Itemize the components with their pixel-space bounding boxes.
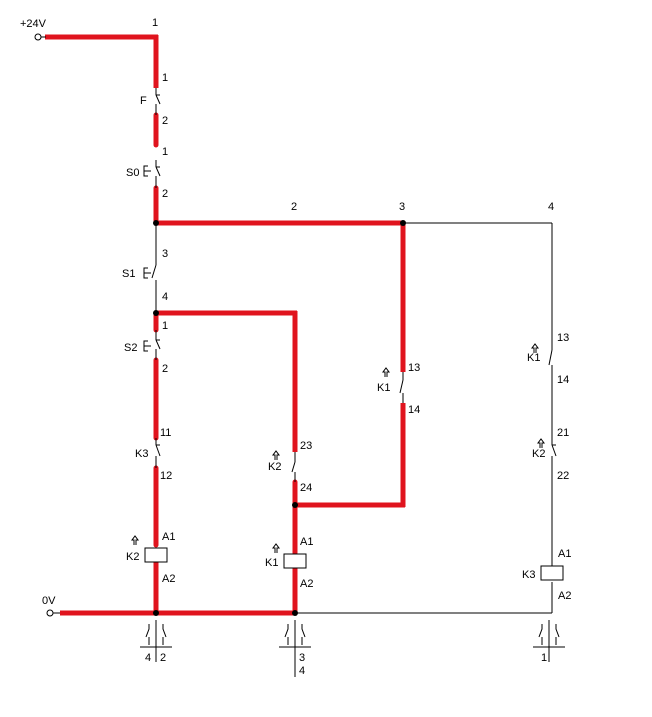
contact-S2: S2 1 2 — [124, 320, 168, 375]
column-number-4: 4 — [548, 201, 554, 213]
label-S0: S0 — [126, 167, 139, 179]
supply-top-label: +24V — [20, 18, 47, 30]
supply-terminal-top: +24V — [20, 18, 47, 41]
contact-K1-no-col3: K1 13 14 — [377, 362, 420, 416]
terminal-K3-A1: A1 — [558, 548, 571, 560]
ref-col2-b: 4 — [299, 665, 305, 677]
ref-col2-a: 3 — [299, 652, 305, 664]
contact-K2-nc-col4: K2 21 22 — [532, 427, 569, 482]
label-K1-col4: K1 — [527, 352, 540, 364]
coil-K1: K1 A1 A2 — [265, 536, 313, 590]
coil-indicator-icon — [272, 543, 280, 553]
column-number-3: 3 — [399, 201, 405, 213]
unpowered-wires — [155, 222, 553, 614]
contact-K1-no-col4: K1 13 14 — [527, 332, 569, 386]
terminal-K3-11: 11 — [160, 427, 171, 439]
terminal-K1-13: 13 — [408, 362, 420, 374]
label-S2: S2 — [124, 342, 137, 354]
terminal-S0-2: 2 — [162, 188, 168, 200]
coil-K2: K2 A1 A2 — [126, 531, 175, 585]
contact-S0: S0 1 2 — [126, 146, 168, 200]
label-F: F — [140, 95, 147, 107]
cross-reference-col2: 3 4 — [279, 620, 311, 677]
terminal-K1-col4-13: 13 — [557, 332, 569, 344]
contactor-indicator-icon — [531, 343, 539, 353]
label-K2-col4: K2 — [532, 448, 545, 460]
terminal-S2-1: 1 — [162, 320, 168, 332]
terminal-K2-A2: A2 — [162, 573, 175, 585]
contact-S1: S1 3 4 — [122, 248, 168, 303]
terminal-S1-4: 4 — [162, 291, 168, 303]
terminal-K3-A2: A2 — [558, 590, 571, 602]
contact-F: F 1 2 — [140, 72, 168, 127]
label-K2-contact: K2 — [268, 461, 281, 473]
contactor-indicator-icon — [272, 450, 280, 460]
cross-reference-col4: 1 — [533, 620, 565, 664]
cross-reference-col1: 4 2 — [140, 620, 172, 664]
energized-wires — [45, 34, 406, 616]
contactor-indicator-icon — [382, 367, 390, 377]
label-K1-col3: K1 — [377, 382, 390, 394]
label-coil-K2: K2 — [126, 551, 139, 563]
terminal-K2-21: 21 — [557, 427, 569, 439]
terminal-K2-22: 22 — [557, 470, 569, 482]
terminal-K1-14: 14 — [408, 404, 420, 416]
coil-K3: K3 A1 A2 — [522, 548, 571, 602]
terminal-K2-23: 23 — [300, 440, 312, 452]
ref-col1-b: 2 — [160, 652, 166, 664]
label-K3: K3 — [135, 448, 148, 460]
supply-terminal-bottom: 0V — [42, 595, 60, 617]
terminal-S2-2: 2 — [162, 363, 168, 375]
terminal-K1-A2: A2 — [300, 578, 313, 590]
ref-col4-a: 1 — [541, 652, 547, 664]
terminal-K2-24: 24 — [300, 482, 312, 494]
contactor-indicator-icon — [537, 438, 545, 448]
terminal-K1-col4-14: 14 — [557, 374, 569, 386]
terminal-S0-1: 1 — [162, 146, 168, 158]
terminal-K3-12: 12 — [160, 470, 172, 482]
label-S1: S1 — [122, 268, 135, 280]
supply-bottom-label: 0V — [42, 595, 56, 607]
ref-col1-a: 4 — [145, 652, 151, 664]
terminal-F-1: 1 — [162, 72, 168, 84]
column-number-1: 1 — [152, 17, 158, 29]
label-coil-K1: K1 — [265, 557, 278, 569]
contact-K3-nc: K3 11 12 — [135, 427, 172, 482]
contact-K2-no: K2 23 24 — [268, 440, 312, 494]
coil-indicator-icon — [131, 535, 139, 545]
column-number-2: 2 — [291, 201, 297, 213]
junction-dots — [153, 220, 406, 616]
terminal-K2-A1: A1 — [162, 531, 175, 543]
label-coil-K3: K3 — [522, 569, 535, 581]
terminal-S1-3: 3 — [162, 248, 168, 260]
terminal-F-2: 2 — [162, 115, 168, 127]
terminal-K1-A1: A1 — [300, 536, 313, 548]
